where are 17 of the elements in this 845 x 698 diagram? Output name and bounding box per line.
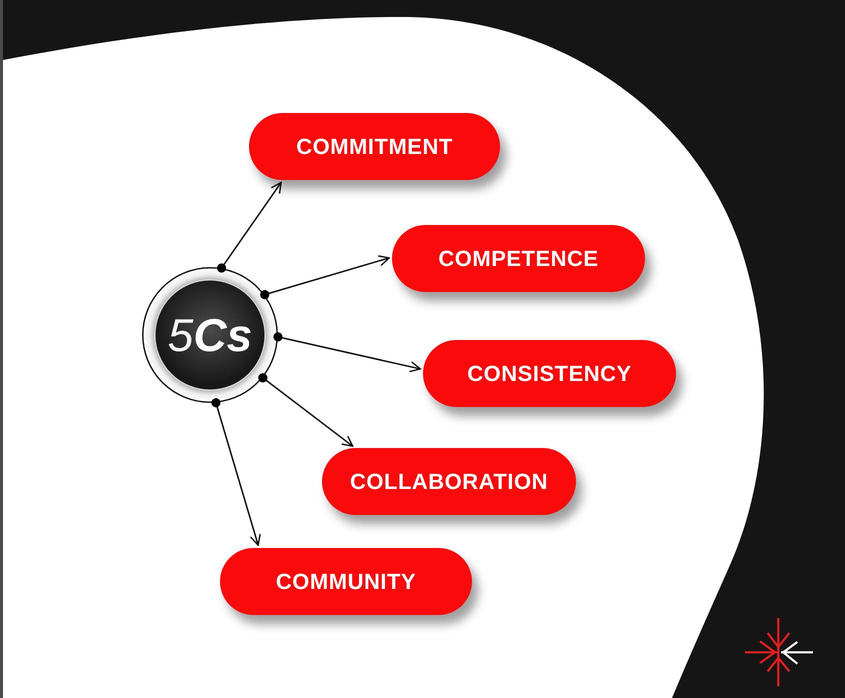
arrow — [258, 373, 354, 447]
concept-label: CONSISTENCY — [467, 360, 632, 386]
concept-label: COMPETENCE — [438, 246, 599, 272]
concept-label: COMMITMENT — [296, 134, 453, 160]
concept-label: COMMUNITY — [276, 568, 416, 594]
circle-label: 5Cs — [168, 312, 252, 358]
pill-node — [249, 113, 500, 180]
arrow — [273, 332, 421, 372]
concept-label: COLLABORATION — [350, 468, 548, 494]
pill-node — [423, 340, 676, 407]
arrow — [216, 182, 282, 273]
arrow — [211, 398, 261, 546]
pill-node — [322, 448, 576, 515]
pill-node — [392, 225, 645, 292]
pill-node — [220, 548, 472, 615]
arrow — [260, 255, 390, 300]
center-circle — [142, 267, 278, 403]
